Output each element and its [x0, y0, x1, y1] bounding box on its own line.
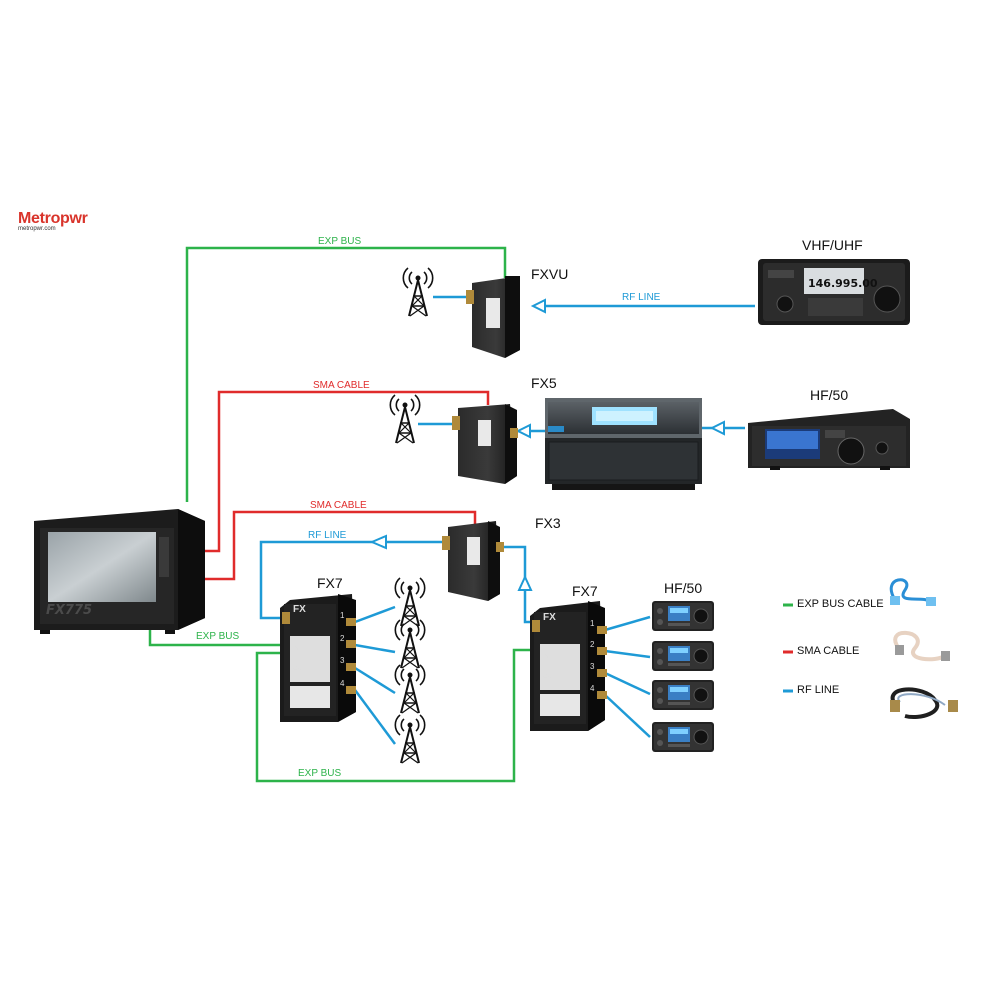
fx7-right-port-2: 2	[590, 640, 595, 649]
brand-url: metropwr.com	[18, 226, 56, 232]
fx7-right-box	[530, 601, 607, 731]
fx7-left-in: IN	[293, 646, 299, 652]
antenna-icon-fx7-3	[394, 664, 426, 714]
hf50-top-radio	[748, 409, 910, 470]
antenna-icon-fx5	[389, 394, 421, 444]
antenna-icon-fx7-4	[394, 714, 426, 764]
brand-logo[interactable]: Metropwr metropwr.com	[18, 210, 88, 232]
legend-exp-bus-cable: EXP BUS CABLE	[797, 598, 884, 610]
label-exp-bus-top: EXP BUS	[318, 236, 362, 247]
label-rf-line-fx3: RF LINE	[308, 530, 347, 541]
legend-rf-line-icon	[890, 687, 958, 719]
vhf-uhf-radio: 146.995.00	[758, 259, 910, 325]
label-exp-bus-mid: EXP BUS	[196, 631, 240, 642]
label-vhf-uhf: VHF/UHF	[802, 237, 863, 253]
exp-bus-bottom-line	[255, 648, 545, 783]
exp-bus-mid-line	[148, 630, 285, 647]
fx7-left-box	[280, 594, 356, 722]
antenna-icon-fx7-1	[394, 577, 426, 627]
label-fx7-left: FX7	[317, 575, 343, 591]
fx7-right-in: IN	[543, 654, 549, 660]
fx7-right-port-4: 4	[590, 684, 595, 693]
label-hf50-bottom: HF/50	[664, 580, 703, 596]
fx775-model-label: FX775	[46, 603, 92, 618]
hf50-radio-2	[651, 640, 715, 672]
legend-rf-line: RF LINE	[797, 684, 840, 696]
sma-cable-1-line	[205, 390, 490, 553]
hf50-radio-1	[651, 600, 715, 632]
label-exp-bus-bottom: EXP BUS	[298, 768, 342, 779]
antenna-icon-fx7-2	[394, 619, 426, 669]
exp-bus-top-line	[185, 246, 507, 502]
label-fxvu: FXVU	[531, 266, 569, 282]
label-hf50-top: HF/50	[810, 387, 849, 403]
fx3-box	[442, 521, 504, 601]
rf-line-fx3	[259, 540, 445, 620]
fx7-right-brand: FX	[543, 612, 556, 623]
label-fx3: FX3	[535, 515, 561, 531]
hf50-radio-3	[651, 679, 715, 711]
legend-exp-bus-cable-icon	[889, 578, 936, 606]
label-sma-cable-1: SMA CABLE	[313, 380, 370, 391]
vhf-frequency-readout: 146.995.00	[808, 277, 878, 290]
fx7-right-port-3: 3	[590, 662, 595, 671]
brand-name: Metropwr	[18, 210, 88, 227]
legend-sma-cable: SMA CABLE	[797, 645, 860, 657]
label-sma-cable-2: SMA CABLE	[310, 500, 367, 511]
fx5-box	[452, 404, 518, 484]
label-fx5: FX5	[531, 375, 557, 391]
antenna-icon-fxvu	[402, 267, 434, 317]
sma-cable-2-line	[205, 510, 477, 581]
fx7-left-brand: FX	[293, 604, 306, 615]
fx775-display-unit: FX775	[34, 509, 205, 634]
fx7-left-port-3: 3	[340, 656, 345, 665]
fx7-left-port-2: 2	[340, 634, 345, 643]
fx7-left-port-4: 4	[340, 679, 345, 688]
amplifier-unit	[545, 398, 702, 490]
label-fx7-right: FX7	[572, 583, 598, 599]
fx7-left-out: OUT	[293, 666, 306, 672]
hf50-radio-4	[651, 721, 715, 753]
fx7-left-port-1: 1	[340, 611, 345, 620]
label-rf-line-top: RF LINE	[622, 292, 661, 303]
fx7-right-port-1: 1	[590, 619, 595, 628]
fx7-right-out: OUT	[543, 674, 556, 680]
fxvu-box	[466, 276, 520, 358]
legend-sma-cable-icon	[893, 630, 950, 662]
